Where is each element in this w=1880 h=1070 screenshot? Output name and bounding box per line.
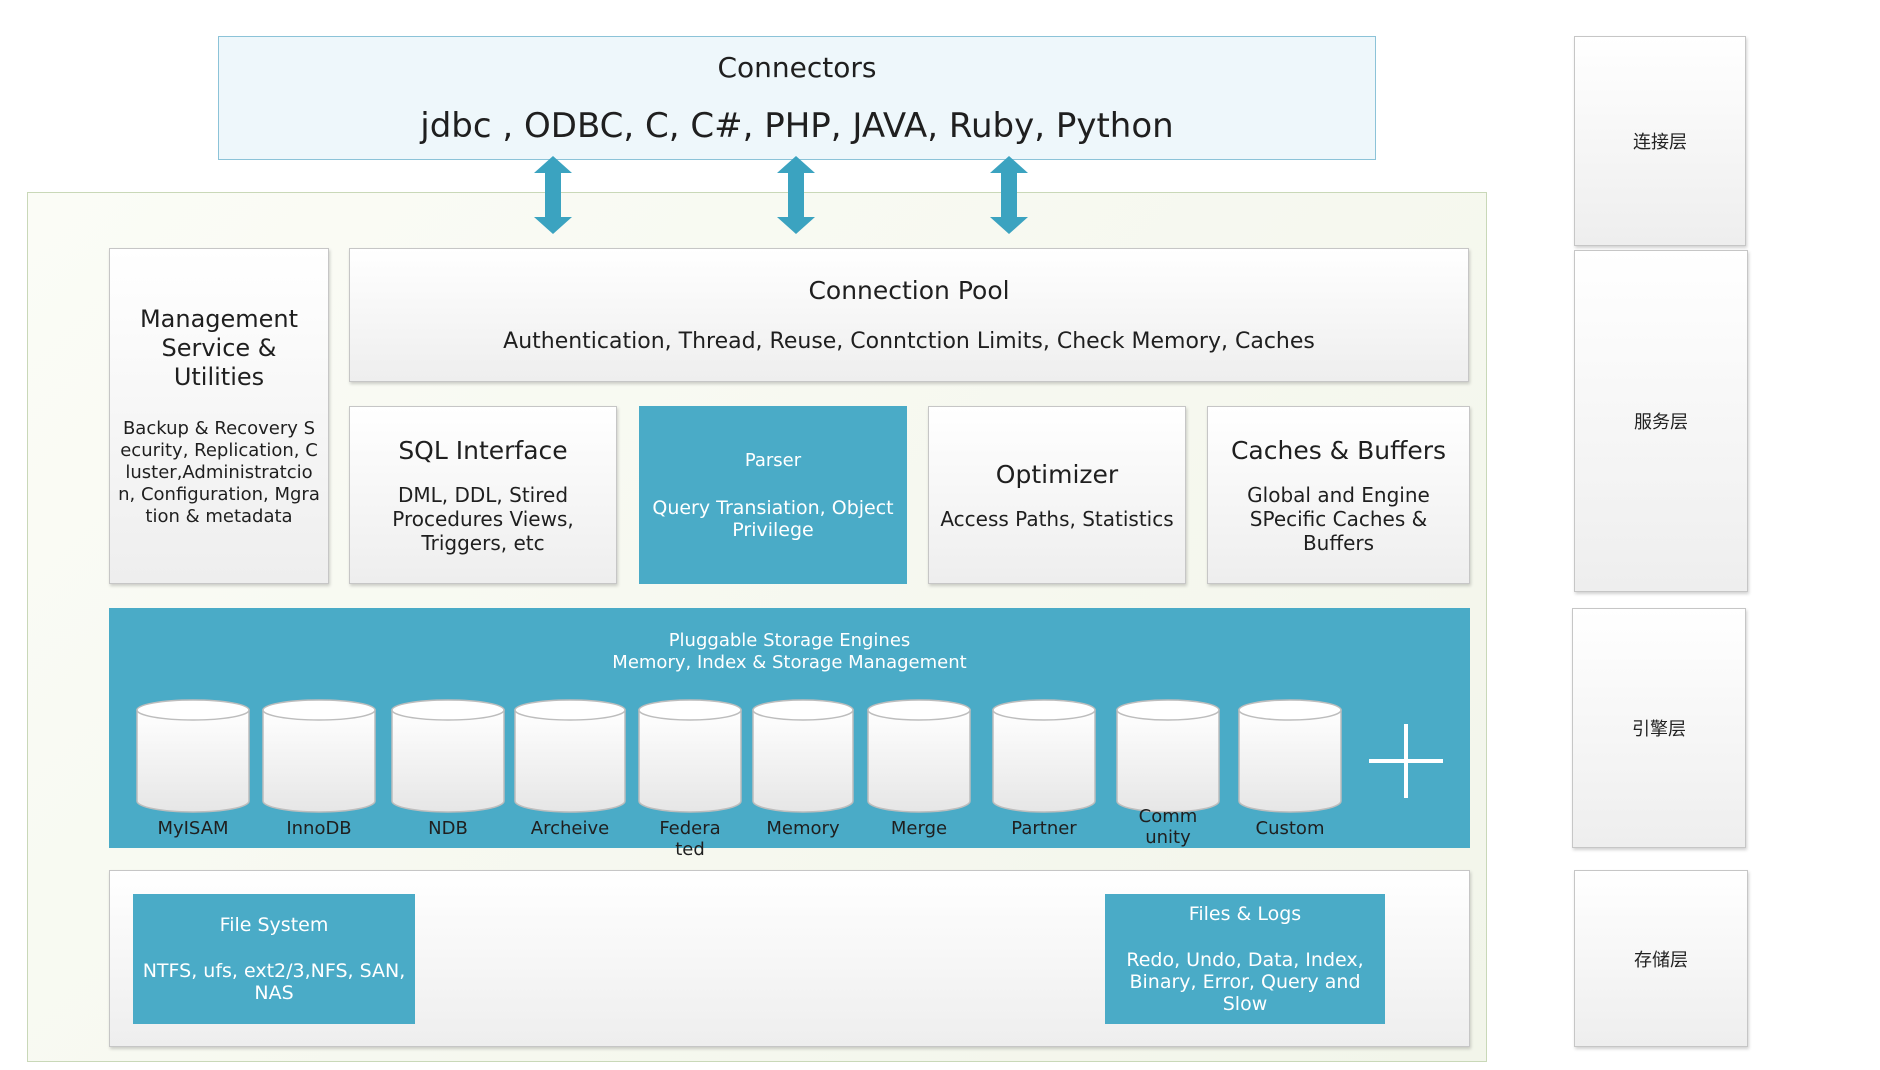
storage-engines-title: Pluggable Storage Engines (668, 630, 911, 651)
parser-box: Parser Query Transiation, Object Privile… (639, 406, 907, 584)
files-logs-title: Files & Logs (1188, 903, 1302, 925)
layer-storage-label: 存储层 (1634, 949, 1688, 971)
database-cylinder-icon (1116, 699, 1220, 813)
file-system-box: File System NTFS, ufs, ext2/3,NFS, SAN, … (133, 894, 415, 1024)
engine-label: MyISAM (157, 818, 229, 839)
caches-buffers-title: Caches & Buffers (1230, 435, 1447, 465)
sql-interface-details: DML, DDL, Stired Procedures Views, Trigg… (392, 482, 574, 555)
database-cylinder-icon (992, 699, 1096, 813)
file-system-title: File System (219, 914, 329, 936)
layer-service-label: 服务层 (1634, 412, 1688, 433)
database-cylinder-icon (262, 699, 376, 813)
layer-engine-label: 引擎层 (1632, 719, 1686, 740)
storage-engines-box: Pluggable Storage Engines Memory, Index … (109, 608, 1470, 860)
double-arrow-icon (534, 156, 572, 234)
engine-label: Memory (766, 818, 840, 839)
layer-connection-label: 连接层 (1633, 132, 1687, 153)
engine-label: Archeive (530, 818, 610, 839)
management-box: Management Service & Utilities Backup & … (109, 248, 329, 584)
parser-details: Query Transiation, Object Privilege (652, 496, 894, 541)
database-cylinder-icon (514, 699, 626, 813)
parser-title: Parser (744, 449, 802, 471)
layer-storage: 存储层 (1574, 870, 1748, 1047)
connection-pool-details: Authentication, Thread, Reuse, Conntctio… (503, 329, 1315, 354)
layer-engine: 引擎层 (1572, 608, 1746, 848)
engine-label: Community (1138, 806, 1198, 848)
connection-pool-title: Connection Pool (808, 276, 1010, 305)
plus-icon (1369, 724, 1443, 798)
management-title: Management Service & Utilities (139, 304, 299, 391)
caches-buffers-details: Global and Engine SPecific Caches & Buff… (1247, 482, 1430, 555)
optimizer-details: Access Paths, Statistics (940, 506, 1174, 531)
connectors-title: Connectors (717, 50, 877, 84)
double-arrow-icon (990, 156, 1028, 234)
file-system-details: NTFS, ufs, ext2/3,NFS, SAN, NAS (142, 960, 406, 1004)
connectors-languages: jdbc , ODBC, C, C#, PHP, JAVA, Ruby, Pyt… (420, 105, 1174, 146)
management-details: Backup & Recovery Security, Replication,… (118, 417, 320, 527)
storage-engines-header: Pluggable Storage Engines Memory, Index … (109, 630, 1470, 674)
database-cylinder-icon (136, 699, 250, 813)
engine-label: NDB (428, 818, 468, 839)
sql-interface-box: SQL Interface DML, DDL, Stired Procedure… (349, 406, 617, 584)
connection-pool-box: Connection Pool Authentication, Thread, … (349, 248, 1469, 382)
engine-label: Partner (1011, 818, 1077, 839)
database-cylinder-icon (1238, 699, 1342, 813)
engine-label: InnoDB (286, 818, 352, 839)
connectors-box: Connectors jdbc , ODBC, C, C#, PHP, JAVA… (218, 36, 1376, 160)
database-cylinder-icon (391, 699, 505, 813)
database-cylinder-icon (867, 699, 971, 813)
sql-interface-title: SQL Interface (398, 435, 568, 465)
files-logs-box: Files & Logs Redo, Undo, Data, Index, Bi… (1105, 894, 1385, 1024)
double-arrow-icon (777, 156, 815, 234)
database-cylinder-icon (752, 699, 854, 813)
engine-label: Custom (1255, 818, 1325, 839)
database-cylinder-icon (638, 699, 742, 813)
engine-label: Federated (659, 818, 721, 860)
layer-service: 服务层 (1574, 250, 1748, 592)
optimizer-title: Optimizer (995, 459, 1119, 489)
layer-connection: 连接层 (1574, 36, 1746, 246)
files-logs-details: Redo, Undo, Data, Index, Binary, Error, … (1126, 949, 1364, 1015)
engine-label: Merge (890, 818, 948, 839)
optimizer-box: Optimizer Access Paths, Statistics (928, 406, 1186, 584)
storage-engines-subtitle: Memory, Index & Storage Management (612, 652, 967, 673)
caches-buffers-box: Caches & Buffers Global and Engine SPeci… (1207, 406, 1470, 584)
